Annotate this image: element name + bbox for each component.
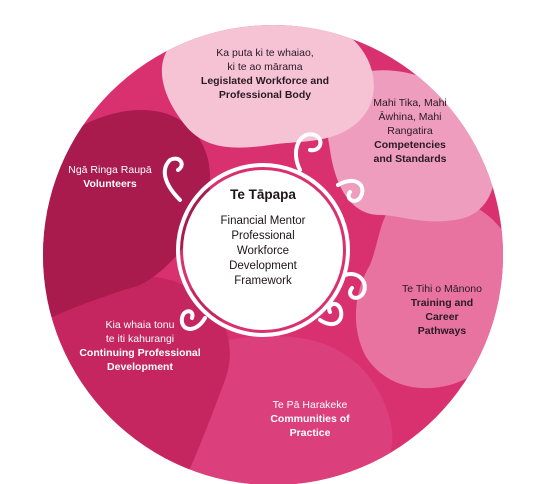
cpd-label: Kia whaia tonu te iti kahurangi Continui… bbox=[55, 318, 225, 374]
segment-title: Pathways bbox=[417, 325, 467, 337]
segment-title: Training and bbox=[410, 297, 474, 309]
segment-title: Legislated Workforce and bbox=[200, 75, 330, 87]
segment-subtitle: Mahi Tika, Mahi bbox=[373, 97, 447, 109]
segment-subtitle: Āwhina, Mahi bbox=[378, 111, 442, 123]
segment-subtitle: Rangatira bbox=[387, 125, 433, 137]
segment-legislated bbox=[161, 25, 374, 148]
segment-subtitle: Te Pā Harakeke bbox=[272, 399, 348, 411]
training-label: Te Tihi o Mānono Training and Career Pat… bbox=[392, 282, 492, 338]
koru-bottom-left-icon bbox=[179, 309, 207, 331]
segment-subtitle: Kia whaia tonu bbox=[105, 319, 175, 331]
center-subtitle-line: Financial Mentor bbox=[220, 215, 306, 227]
segment-subtitle: ki te ao mārama bbox=[227, 61, 303, 73]
segment-title: Communities of bbox=[270, 413, 350, 425]
segment-title: Development bbox=[107, 361, 173, 373]
koru-upper-right-icon bbox=[336, 178, 365, 203]
center-ring bbox=[176, 163, 350, 337]
koru-ring bbox=[162, 132, 367, 337]
competencies-label: Mahi Tika, Mahi Āwhina, Mahi Rangatira C… bbox=[355, 96, 465, 166]
koru-left-icon bbox=[162, 156, 184, 202]
segment-subtitle: Ngā Ringa Raupā bbox=[68, 164, 152, 176]
koru-bottom-right-icon bbox=[318, 301, 344, 327]
segment-subtitle: Te Tihi o Mānono bbox=[402, 283, 482, 295]
center-label: Te Tāpapa Financial Mentor Professional … bbox=[200, 186, 326, 316]
communities-label: Te Pā Harakeke Communities of Practice bbox=[240, 398, 380, 440]
segment-training bbox=[355, 195, 503, 389]
center-subtitle-line: Professional bbox=[231, 230, 295, 242]
legislated-label: Ka puta ki te whaiao, ki te ao mārama Le… bbox=[160, 46, 370, 102]
segment-title: and Standards bbox=[373, 153, 447, 165]
segment-title: Continuing Professional bbox=[79, 347, 201, 359]
segment-subtitle: te iti kahurangi bbox=[105, 333, 175, 345]
segment-title: Career bbox=[425, 311, 459, 323]
koru-right-icon bbox=[343, 272, 367, 300]
center-title: Te Tāpapa bbox=[230, 187, 296, 202]
segment-volunteers bbox=[43, 110, 211, 330]
segment-title: Competencies bbox=[374, 139, 446, 151]
segment-title: Practice bbox=[289, 427, 331, 439]
center-subtitle-line: Framework bbox=[234, 275, 292, 287]
center-subtitle-line: Development bbox=[229, 260, 297, 272]
center-circle bbox=[183, 170, 343, 330]
koru-top-icon bbox=[294, 132, 323, 172]
volunteers-label: Ngā Ringa Raupā Volunteers bbox=[55, 163, 165, 191]
segment-title: Volunteers bbox=[83, 178, 137, 190]
segment-subtitle: Ka puta ki te whaiao, bbox=[216, 47, 314, 59]
center-subtitle-line: Workforce bbox=[236, 245, 290, 257]
segment-title: Professional Body bbox=[218, 89, 312, 101]
